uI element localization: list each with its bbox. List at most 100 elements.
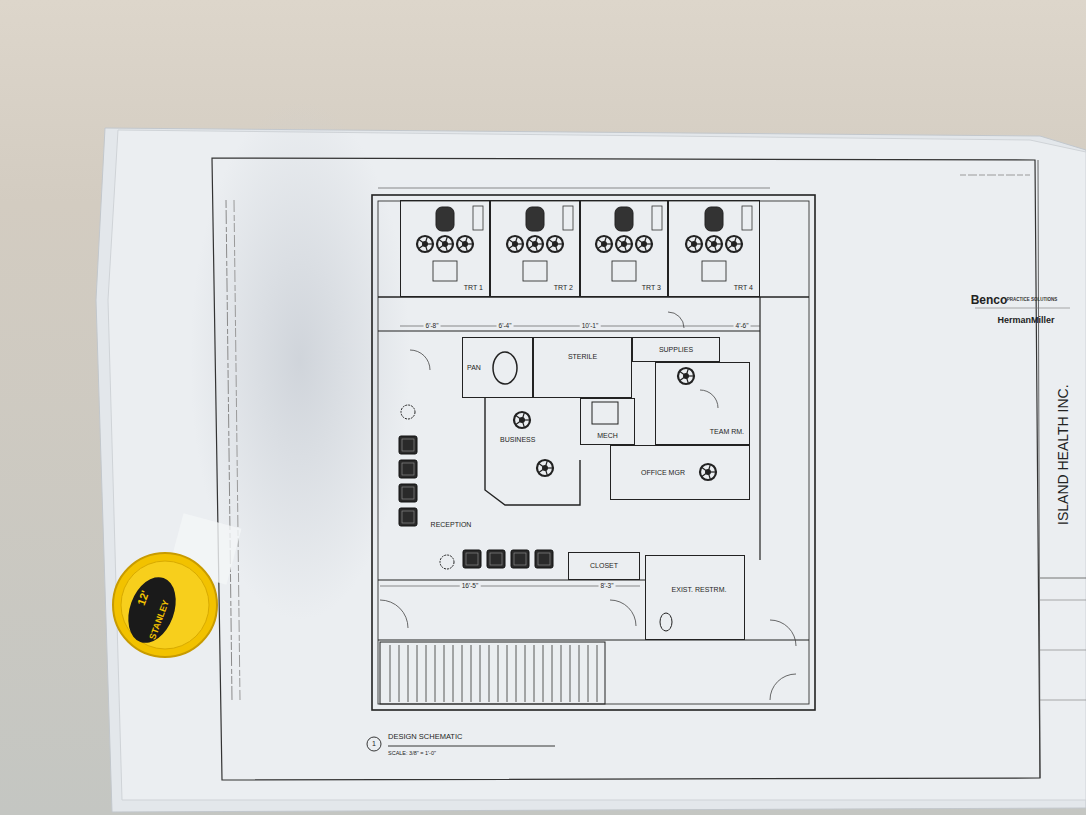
stool-ring [527,236,543,252]
room: TRT 4 [668,200,760,297]
wall [759,297,760,560]
margin-notes [234,200,240,700]
dimension: 10'-1" [580,322,601,329]
stool-spoke [598,239,604,244]
room-label: TEAM RM. [710,428,744,436]
stair-tread [597,645,598,702]
building-wall [378,201,809,704]
stool-spoke [425,243,433,244]
stool-spoke [419,244,425,249]
door-swing [410,350,430,370]
stool-symbol [507,236,523,252]
fixture-symbols [390,206,752,702]
stool-spoke [638,244,644,249]
reception-chair [399,460,417,478]
room: ISLAND HEALTH INC. [1040,345,1086,565]
sterilizer [592,402,618,424]
stool-spoke [686,368,688,376]
room: TRT 2 [490,200,580,297]
stair-tread [534,645,535,702]
stool-spoke [708,244,714,249]
sink [742,206,752,230]
door-swing [668,312,684,328]
stool-spoke [708,239,714,244]
callout-number: 1 [372,740,376,748]
stool-symbol [596,236,612,252]
company-name: ISLAND HEALTH INC. [1055,385,1070,526]
stool-spoke [604,236,606,244]
title-block-line [1040,650,1086,651]
stool-spoke [694,236,696,244]
stair-tread [543,645,544,702]
stool-spoke [515,236,517,244]
sink [652,206,662,230]
stair-tread [498,645,499,702]
door-swing [380,600,408,628]
scale-note: SCALE: 3/8" = 1'-0" [388,750,436,756]
chair-cushion [402,463,414,475]
stair-tread [489,645,490,702]
stair-tread [426,645,427,702]
margin-notes [960,175,1030,176]
title-block-line [1040,600,1086,601]
room-label: TRT 1 [464,284,483,292]
stool-spoke [419,239,425,244]
stool-spoke [680,376,686,381]
stair-tread [399,645,400,702]
stool-spoke [638,239,644,244]
room-label: RECEPTION [431,521,472,529]
room: RECEPTION [420,420,482,570]
reception-chair [399,484,417,502]
dental-chair [705,207,723,231]
stool-ring [726,236,742,252]
stool-ring [596,236,612,252]
cabinet [433,261,457,281]
stool-spoke [509,244,515,249]
stool-ring [507,236,523,252]
stool-spoke [545,467,553,468]
stair-tread [417,645,418,702]
room-label: TRT 4 [734,284,753,292]
stool-spoke [515,243,523,244]
stool-spoke [604,243,612,244]
plant [401,405,415,419]
building-wall [372,195,815,710]
chair-cushion [538,553,550,565]
stair-tread [525,645,526,702]
room-label: OFFICE MGR [641,469,685,477]
stool-spoke [708,472,710,480]
drawing-title: DESIGN SCHEMATIC [388,733,462,741]
stool-ring [700,464,716,480]
stool-spoke [515,244,517,252]
stair-tread [408,645,409,702]
door-swing [610,600,636,626]
stool-spoke [545,468,547,476]
chair-cushion [466,553,478,565]
stair-tread [453,645,454,702]
stool-spoke [714,236,716,244]
stool-spoke [445,236,447,244]
reception-chair [463,550,481,568]
room-label: EXIST. RESTRM. [672,586,727,594]
stool-spoke [734,244,736,252]
stool-ring [537,460,553,476]
chair-cushion [402,487,414,499]
reception-chair [535,550,553,568]
room-label: PAN [467,364,481,372]
stool-ring [417,236,433,252]
toilet [660,613,672,631]
stool-ring [547,236,563,252]
stool-symbol [678,368,694,384]
stool-spoke [465,236,467,244]
stool-spoke [694,244,696,252]
stool-spoke [465,243,473,244]
stool-spoke [702,472,708,477]
logo-rule [975,308,1070,309]
stool-spoke [680,371,686,376]
stool-spoke [644,244,646,252]
dimension: 6'-4" [497,322,514,329]
stair-tread [444,645,445,702]
stool-spoke [694,243,702,244]
